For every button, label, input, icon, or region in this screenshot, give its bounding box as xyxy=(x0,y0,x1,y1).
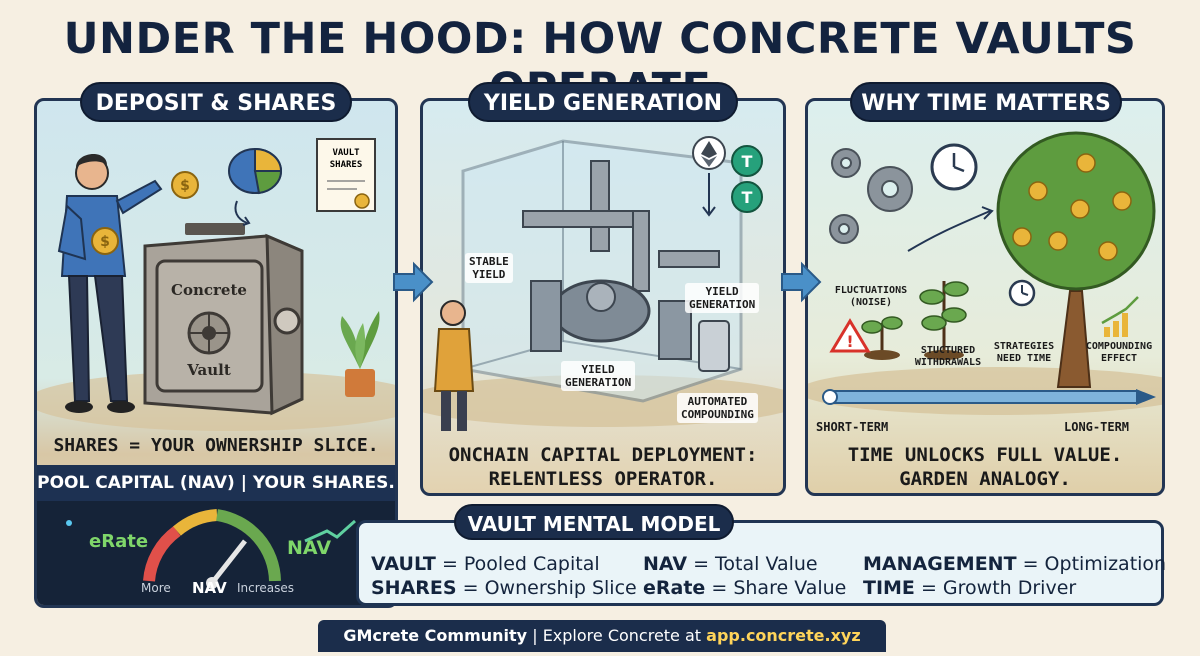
mm-time: TIME = Growth Driver xyxy=(863,577,1077,599)
deposit-shares-panel: Concrete Vault $ $ xyxy=(34,98,398,608)
nav-shares-band: POOL CAPITAL (NAV) | YOUR SHARES. xyxy=(37,465,395,501)
time-caption-line2: GARDEN ANALOGY. xyxy=(899,468,1071,490)
footer-bar: GMcrete Community | Explore Concrete at … xyxy=(318,620,886,652)
svg-text:T: T xyxy=(742,152,753,171)
gauge-erate-label: eRate xyxy=(89,531,149,552)
vault-label-bottom: Vault xyxy=(186,361,231,379)
yield-illustration: T T xyxy=(423,136,783,431)
why-time-matters-heading: WHY TIME MATTERS xyxy=(850,82,1122,122)
mm-vault: VAULT = Pooled Capital xyxy=(371,553,600,575)
time-illustration: ! xyxy=(808,131,1162,415)
timeline-arrow-icon xyxy=(822,389,1156,405)
pie-chart-icon xyxy=(228,147,283,195)
vault-mental-model-heading: VAULT MENTAL MODEL xyxy=(454,504,734,540)
footer-url-link[interactable]: app.concrete.xyz xyxy=(706,626,861,645)
footer-community: GMcrete Community xyxy=(343,626,528,645)
time-caption-line1: TIME UNLOCKS FULL VALUE. xyxy=(847,444,1123,466)
gauge-nav-center-label: NAV xyxy=(192,579,227,597)
mm-management: MANAGEMENT = Optimization xyxy=(863,553,1167,575)
clock-icon xyxy=(930,143,978,191)
gauge-nav-label: NAV xyxy=(287,537,332,559)
short-term-label: SHORT-TERM xyxy=(816,420,889,434)
erate-gauge: eRate NAV More NAV Increases xyxy=(37,501,395,605)
vault-mental-model-box: VAULT = Pooled Capital SHARES = Ownershi… xyxy=(356,520,1167,606)
svg-text:$: $ xyxy=(100,234,110,250)
mm-erate: eRate = Share Value xyxy=(643,577,847,599)
deposit-shares-heading: DEPOSIT & SHARES xyxy=(80,82,352,122)
doc-label-vault: VAULT xyxy=(332,148,360,158)
gauge-increases-label: Increases xyxy=(237,581,295,595)
operator-person-icon xyxy=(433,300,475,431)
compounding-bars-icon xyxy=(1101,296,1139,337)
mm-nav: NAV = Total Value xyxy=(643,553,818,575)
footer-separator: | xyxy=(532,626,538,645)
gauge-more-label: More xyxy=(141,581,171,595)
deposit-illustration: Concrete Vault $ $ xyxy=(37,138,395,431)
potted-plant-icon xyxy=(340,311,380,397)
mm-shares: SHARES = Ownership Slice xyxy=(371,577,637,599)
svg-text:$: $ xyxy=(180,178,190,194)
tether-token-icon: T T xyxy=(731,145,763,213)
flow-arrow-icon xyxy=(393,261,434,303)
money-tree-icon xyxy=(996,131,1156,388)
flow-arrow-icon xyxy=(781,261,822,303)
svg-text:T: T xyxy=(742,188,753,207)
vault-shares-document-icon xyxy=(316,138,376,212)
coin-icon: $ $ xyxy=(91,171,199,255)
fluctuations-label: FLUCTUATIONS(NOISE) xyxy=(834,285,908,308)
vault-safe-icon xyxy=(143,223,304,416)
sapling-icon xyxy=(861,281,969,353)
doc-label-shares: SHARES xyxy=(330,160,363,170)
gauge-dial xyxy=(66,509,370,589)
long-term-label: LONG-TERM xyxy=(1064,420,1130,434)
svg-text:!: ! xyxy=(846,332,853,351)
deposit-caption: SHARES = YOUR OWNERSHIP SLICE. xyxy=(53,435,379,456)
pipes-machinery-icon xyxy=(522,160,730,372)
yield-generation-heading: YIELD GENERATION xyxy=(468,82,738,122)
trend-up-icon xyxy=(304,519,356,543)
vault-label-top: Concrete xyxy=(171,281,247,299)
ethereum-token-icon xyxy=(692,136,726,170)
small-clock-icon xyxy=(1008,279,1036,307)
gears-icon xyxy=(829,148,913,244)
yield-caption-line1: ONCHAIN CAPITAL DEPLOYMENT: xyxy=(448,444,758,466)
warning-icon: ! xyxy=(829,318,871,353)
footer-explore: Explore Concrete at xyxy=(542,626,702,645)
yield-caption-line2: RELENTLESS OPERATOR. xyxy=(488,468,718,490)
